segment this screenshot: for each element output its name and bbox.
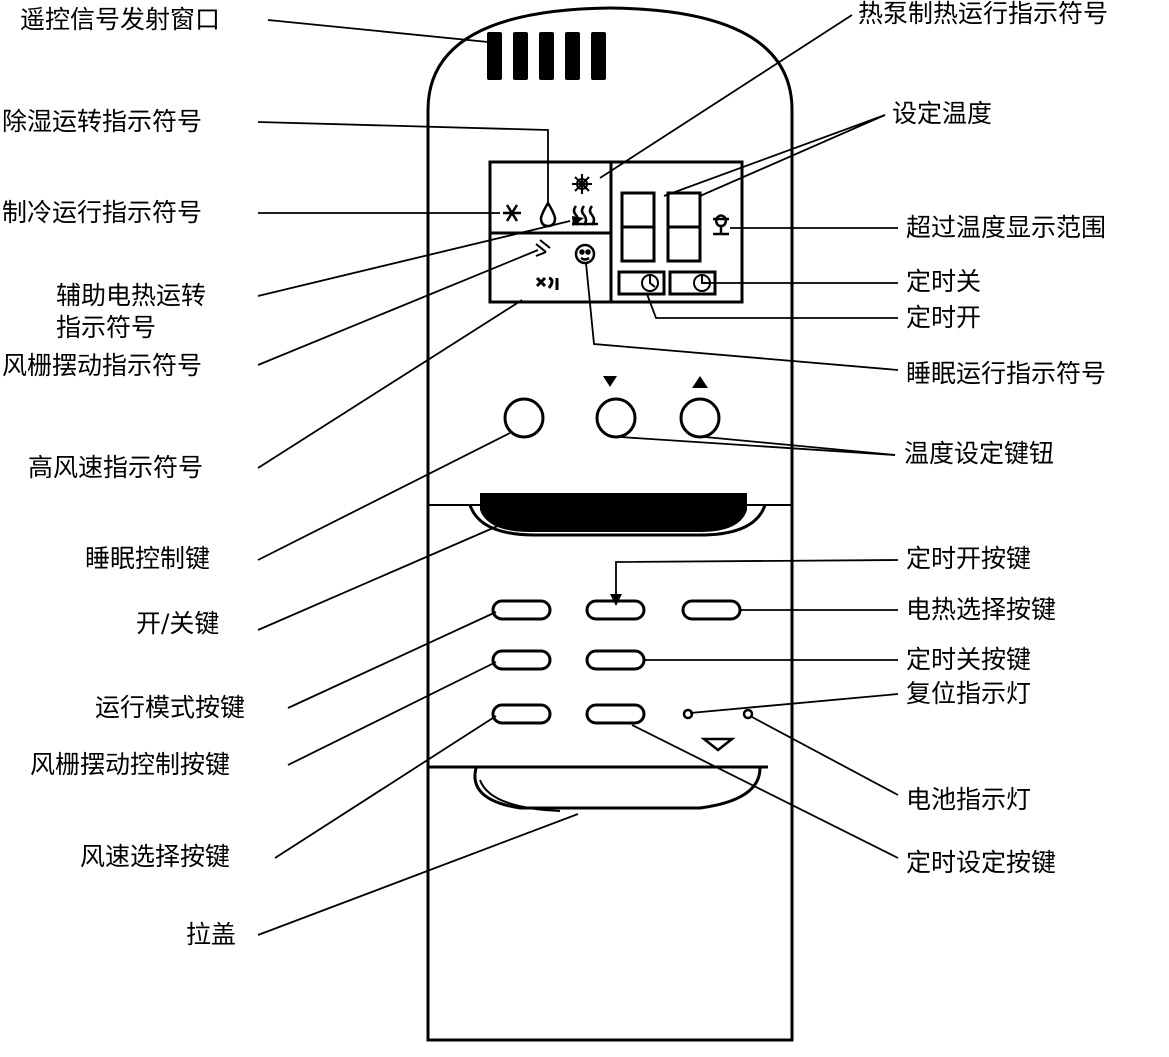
battery-led [742, 708, 754, 720]
label-timer-set-key: 定时设定按键 [906, 848, 1057, 877]
elec-heat-button[interactable] [681, 599, 742, 621]
label-reset-led: 复位指示灯 [906, 679, 1032, 708]
triangle-marker-icon [700, 737, 736, 752]
label-high-fan: 高风速指示符号 [28, 453, 204, 482]
snowflake-icon [503, 204, 521, 222]
aux-heat-icon [535, 239, 551, 257]
label-cool: 制冷运行指示符号 [2, 198, 203, 227]
label-aux-heat-1: 辅助电热运转 [56, 281, 207, 310]
mode-button[interactable] [491, 599, 552, 621]
label-timer-on: 定时开 [906, 303, 982, 332]
label-over-range: 超过温度显示范围 [906, 213, 1107, 242]
timer-off-button[interactable] [585, 649, 646, 671]
triangle-down-icon [603, 376, 617, 387]
label-sleep-ind: 睡眠运行指示符号 [906, 359, 1107, 388]
swing-button[interactable] [491, 649, 552, 671]
label-battery-led: 电池指示灯 [906, 785, 1032, 814]
power-button[interactable] [480, 493, 747, 532]
temp-up-button[interactable] [679, 397, 721, 439]
sleep-button[interactable] [503, 397, 545, 439]
timer-off-box [617, 270, 666, 296]
clock-icon [641, 274, 659, 292]
digit-right [666, 191, 702, 263]
ir-window [487, 32, 606, 80]
water-drop-icon [539, 200, 557, 228]
remote-body [426, 6, 794, 1042]
label-timer-off-key: 定时关按键 [906, 645, 1032, 674]
label-cover: 拉盖 [186, 920, 237, 949]
triangle-up-icon [692, 376, 708, 388]
label-dehumid: 除湿运转指示符号 [2, 107, 203, 136]
label-fan-key: 风速选择按键 [80, 842, 231, 871]
label-swing: 风栅摆动指示符号 [2, 351, 203, 380]
slide-cover-inner [479, 779, 561, 812]
over-range-icon [713, 214, 729, 236]
power-key-outline [468, 504, 767, 537]
fan-swing-icon [535, 276, 559, 290]
slide-cover[interactable] [473, 767, 762, 810]
temp-down-button[interactable] [595, 397, 637, 439]
reset-led [682, 708, 694, 720]
arrowhead-icon [572, 216, 584, 226]
fan-speed-button[interactable] [491, 703, 552, 725]
label-timer-on-key: 定时开按键 [906, 544, 1032, 573]
label-temp-keys: 温度设定键钮 [904, 439, 1055, 468]
leader-lines [257, 14, 899, 936]
timer-set-button[interactable] [585, 703, 646, 725]
label-set-temp: 设定温度 [892, 99, 993, 128]
label-aux-heat-2: 指示符号 [56, 313, 157, 342]
arrowhead-icon [610, 594, 622, 606]
digit-left [620, 191, 656, 263]
label-ir-window: 遥控信号发射窗口 [20, 5, 221, 34]
sleep-face-icon [574, 243, 596, 265]
label-elec-heat-key: 电热选择按键 [906, 595, 1057, 624]
sun-icon [572, 174, 592, 194]
label-sleep-key: 睡眠控制键 [85, 544, 211, 573]
label-swing-key: 风栅摆动控制按键 [30, 750, 231, 779]
label-mode-key: 运行模式按键 [95, 693, 246, 722]
label-power-key: 开/关键 [136, 609, 220, 638]
label-heat-pump: 热泵制热运行指示符号 [858, 0, 1109, 28]
label-timer-off: 定时关 [906, 267, 982, 296]
